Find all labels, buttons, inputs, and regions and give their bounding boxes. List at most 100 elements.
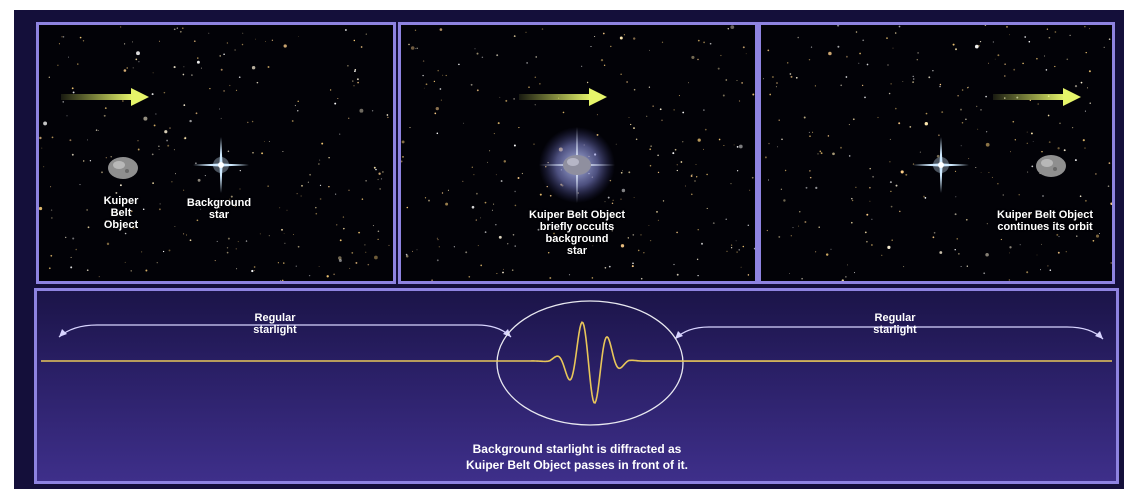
star-dot [604,266,607,269]
star-dot [39,206,43,211]
star-dot [900,170,904,174]
star-dot [511,269,514,271]
star-dot [676,231,678,234]
regular-starlight-label-right: Regular starlight [873,312,917,336]
star-dot [898,122,901,125]
star-dot [703,41,705,44]
star-dot [502,268,504,270]
star-dot [236,268,238,270]
star-dot [550,237,552,238]
continues-orbit-label: Kuiper Belt Object continues its orbit [997,209,1093,233]
star-dot [436,237,438,239]
star-dot [441,192,444,194]
star-dot [1089,102,1091,104]
star-dot [416,249,418,251]
star-dot [1088,70,1091,73]
star-dot [475,219,477,221]
star-dot [1080,81,1083,84]
star-dot [513,98,515,100]
star-dot [183,233,185,235]
star-dot [586,81,589,84]
star-dot [549,277,552,279]
star-dot [333,273,335,276]
star-dot [328,185,330,188]
star-dot [988,62,989,64]
star-dot [830,248,832,250]
star-dot [623,34,626,36]
star-dot [1018,194,1020,196]
star-dot [604,201,606,203]
star-dot [709,42,712,45]
star-dot [1047,265,1049,267]
star-dot [691,173,693,176]
star-dot [226,247,229,249]
star-dot [1044,55,1046,57]
star-dot [864,96,866,99]
star-dot [997,54,1000,57]
star-dot [789,273,791,274]
star-dot [216,240,218,242]
star-dot [1008,279,1011,281]
star-dot [676,273,679,276]
star-dot [656,211,658,213]
star-dot [62,101,64,103]
star-dot [72,237,75,240]
star-dot [297,100,299,103]
star-dot [1009,246,1012,249]
star-dot [845,276,847,278]
star-dot [132,67,134,69]
star-dot [742,46,745,49]
star-dot [477,245,479,247]
star-dot [691,193,693,196]
star-dot [815,251,817,253]
star-dot [388,244,390,246]
star-dot [803,116,806,119]
star-dot [354,70,356,73]
star-dot [493,133,495,135]
star-dot [267,185,269,187]
star-dot [377,178,379,181]
star-dot [227,237,230,240]
star-dot [493,203,495,205]
star-dot [891,239,893,241]
star-dot [790,235,792,237]
star-dot [158,208,161,211]
star-dot [825,253,829,256]
star-dot [294,104,296,107]
star-dot [994,58,996,60]
star-dot [877,116,879,119]
star-dot [379,188,381,190]
right-bracket-arrowhead [675,331,683,339]
star-dot [899,210,901,213]
star-dot [122,100,124,102]
star-dot [985,95,987,98]
star-dot [296,193,298,195]
star-dot [156,262,158,264]
star-dot [489,150,491,152]
star-dot [1049,269,1052,271]
star-dot [1095,173,1097,175]
star-dot [514,204,517,207]
star-dot [832,152,835,156]
star-dot [318,163,320,165]
star-dot [763,78,764,80]
star-dot [1040,269,1041,271]
star-dot [657,219,659,221]
star-dot [235,248,237,250]
star-dot [694,180,696,182]
star-dot [1036,254,1038,256]
star-dot [183,66,185,68]
star-dot [817,153,819,155]
star-dot [416,47,418,50]
star-dot [786,62,789,64]
star-dot [776,82,778,84]
panel-during-occultation: Kuiper Belt Object briefly occults backg… [398,22,758,284]
star-dot [354,69,357,71]
star-dot [137,139,139,142]
star-dot [284,242,286,244]
star-dot [328,156,330,159]
star-dot [183,104,186,106]
star-dot [594,35,596,38]
star-dot [661,119,663,122]
star-dot [145,269,148,272]
